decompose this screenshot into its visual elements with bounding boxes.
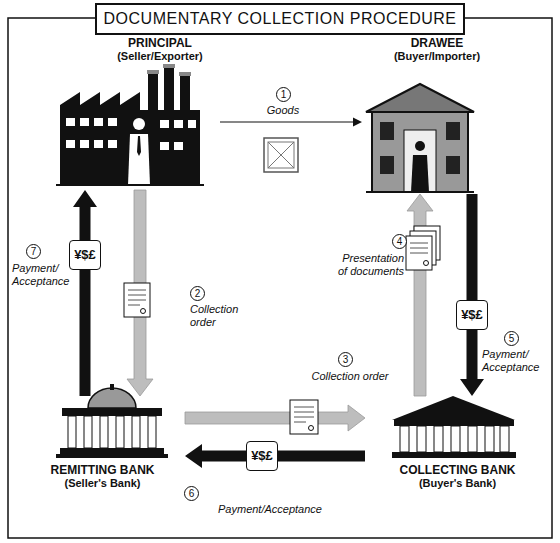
edge-label: Collection order bbox=[190, 303, 250, 329]
node-name: COLLECTING BANK bbox=[400, 463, 516, 477]
node-role: (Buyer's Bank) bbox=[419, 477, 496, 490]
document-stack-icon bbox=[406, 226, 440, 270]
callout-number: 4 bbox=[392, 234, 407, 249]
node-box: COLLECTING BANK(Buyer's Bank) bbox=[365, 396, 550, 490]
callout-number: 3 bbox=[338, 352, 353, 367]
edge-label: Goods bbox=[260, 104, 306, 117]
node-box: DRAWEE(Buyer/Importer) bbox=[362, 36, 512, 194]
node-box: REMITTING BANK(Seller's Bank) bbox=[20, 396, 185, 490]
edge-label: Collection order bbox=[290, 370, 410, 383]
document-flow-arrow bbox=[407, 194, 433, 396]
outer-frame bbox=[8, 18, 552, 538]
document-flow-arrow bbox=[127, 190, 153, 396]
title-box: DOCUMENTARY COLLECTION PROCEDURE bbox=[95, 3, 465, 35]
node-name: PRINCIPAL bbox=[128, 36, 192, 50]
callout-number: 6 bbox=[184, 486, 199, 501]
currency-icon: ¥$£ bbox=[456, 300, 488, 330]
factory-illustration bbox=[56, 64, 204, 185]
edge-label: Presentation of documents bbox=[334, 252, 404, 278]
goods-crate bbox=[264, 138, 298, 172]
node-name: DRAWEE bbox=[411, 36, 464, 50]
document-flow-arrow bbox=[185, 405, 365, 431]
callout-number: 1 bbox=[276, 87, 291, 102]
goods-arrow bbox=[220, 118, 362, 127]
importer-building bbox=[366, 84, 474, 192]
currency-icon: ¥$£ bbox=[246, 441, 278, 471]
node-role: (Seller's Bank) bbox=[65, 477, 141, 490]
document-icon bbox=[290, 400, 318, 434]
callout-number: 2 bbox=[190, 286, 205, 301]
collecting-bank-building bbox=[392, 396, 516, 458]
node-role: (Seller/Exporter) bbox=[117, 50, 203, 63]
callout-number: 7 bbox=[26, 244, 41, 259]
node-role: (Buyer/Importer) bbox=[394, 50, 480, 63]
node-box: PRINCIPAL(Seller/Exporter) bbox=[55, 36, 220, 190]
edge-label: Payment/Acceptance bbox=[200, 503, 340, 516]
currency-icon: ¥$£ bbox=[69, 240, 101, 270]
callout-number: 5 bbox=[504, 331, 519, 346]
payment-flow-arrow bbox=[460, 194, 484, 396]
document-icon bbox=[124, 283, 150, 317]
diagram-title: DOCUMENTARY COLLECTION PROCEDURE bbox=[104, 10, 457, 27]
remitting-bank-building bbox=[56, 384, 168, 458]
edge-label: Payment/ Acceptance bbox=[482, 348, 552, 374]
node-name: REMITTING BANK bbox=[51, 463, 155, 477]
payment-flow-arrow bbox=[73, 190, 97, 396]
